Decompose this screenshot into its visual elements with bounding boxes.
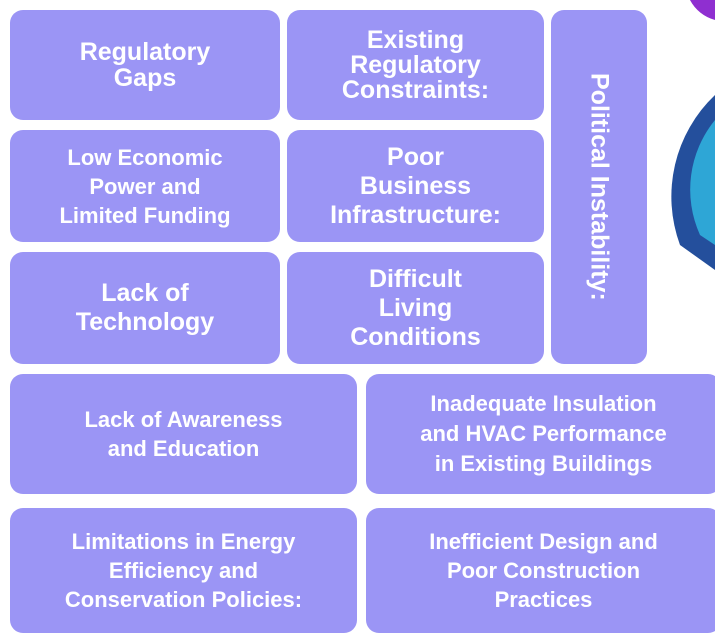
tile-low-economic-power: Low Economic Power and Limited Funding (10, 130, 280, 242)
tile-label: Inefficient Design and Poor Construction… (429, 529, 658, 612)
tile-label: Difficult Living Conditions (350, 264, 481, 351)
tile-label: Inadequate Insulation and HVAC Performan… (420, 391, 667, 476)
tile-inadequate-insulation: Inadequate Insulation and HVAC Performan… (366, 374, 715, 494)
tile-label: Lack of Awareness and Education (84, 407, 283, 461)
tile-label: Low Economic Power and Limited Funding (59, 144, 231, 228)
tile-label: Political Instability: (585, 73, 614, 301)
tile-difficult-living-conditions: Difficult Living Conditions (287, 252, 544, 364)
navy-arc-shape (671, 95, 715, 270)
tile-poor-business-infrastructure: Poor Business Infrastructure: (287, 130, 544, 242)
tile-inefficient-design: Inefficient Design and Poor Construction… (366, 508, 715, 633)
purple-arc-shape (690, 0, 715, 20)
tile-label: Existing Regulatory Constraints: (341, 25, 490, 104)
tile-label: Lack of Technology (75, 279, 215, 336)
tile-regulatory-gaps: Regulatory Gaps (10, 10, 280, 120)
tile-lack-of-awareness: Lack of Awareness and Education (10, 374, 357, 494)
tile-limitations-energy-efficiency: Limitations in Energy Efficiency and Con… (10, 508, 357, 633)
cyan-arc-shape (690, 120, 715, 245)
tile-political-instability: Political Instability: (551, 10, 647, 364)
tile-label: Regulatory Gaps (79, 38, 211, 92)
tile-label: Limitations in Energy Efficiency and Con… (64, 529, 303, 612)
tile-lack-of-technology: Lack of Technology (10, 252, 280, 364)
tile-existing-regulatory-constraints: Existing Regulatory Constraints: (287, 10, 544, 120)
tile-label: Poor Business Infrastructure: (330, 142, 501, 229)
